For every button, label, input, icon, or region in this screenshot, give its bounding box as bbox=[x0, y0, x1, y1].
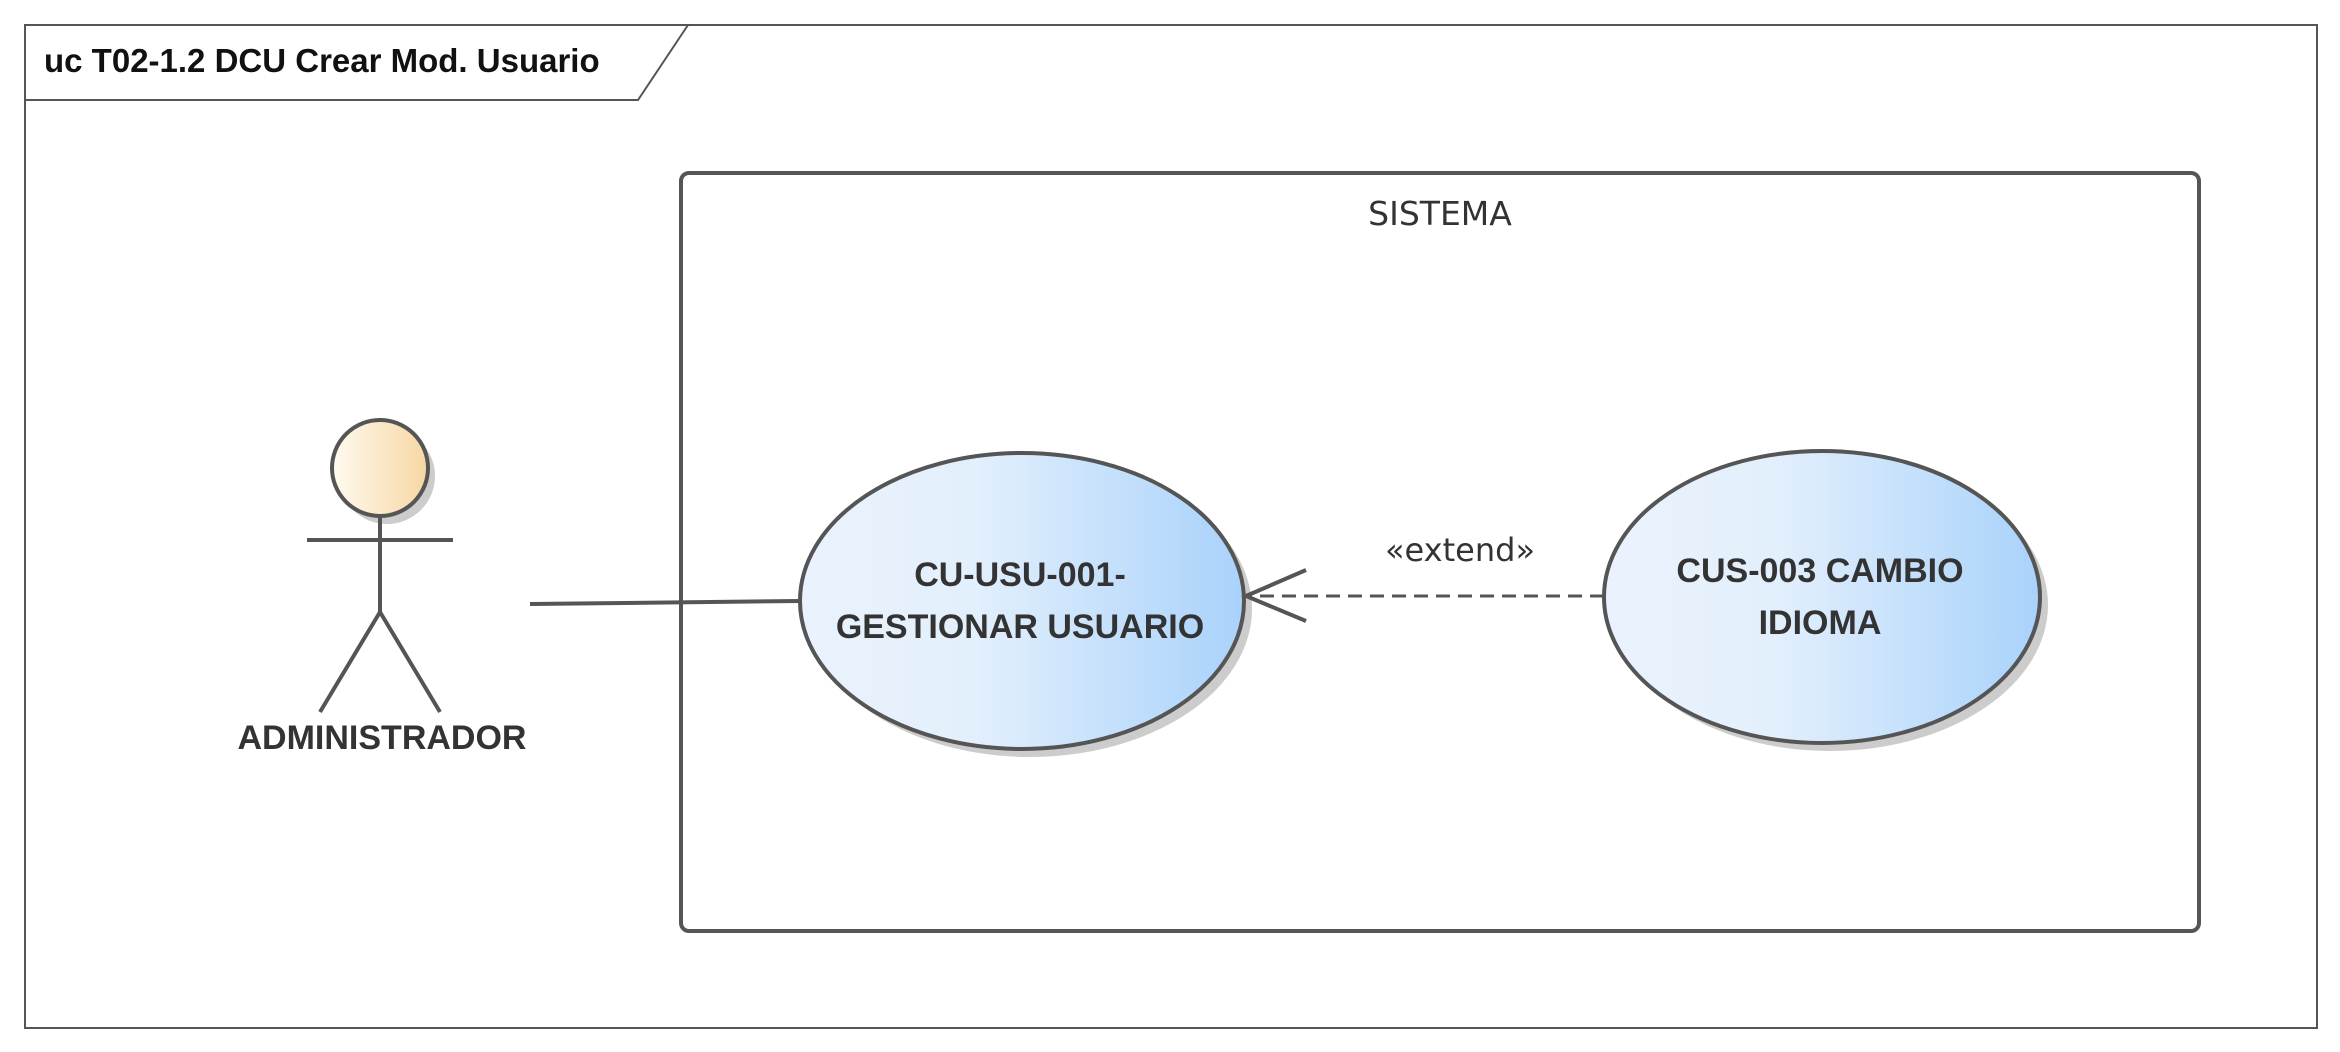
extend-stereotype: «extend» bbox=[1385, 531, 1535, 569]
extend-relation[interactable]: «extend» bbox=[1240, 531, 1604, 623]
actor-left-leg bbox=[318, 610, 382, 714]
frame-title-tab bbox=[25, 24, 689, 101]
extend-arrowhead bbox=[1240, 568, 1307, 623]
usecase-cambio-idioma[interactable]: CUS-003 CAMBIO IDIOMA bbox=[1602, 449, 2048, 751]
frame-title: uc T02-1.2 DCU Crear Mod. Usuario bbox=[44, 42, 600, 79]
usecase-ellipse bbox=[1602, 449, 2042, 745]
usecase-label-line1: CUS-003 CAMBIO bbox=[1676, 552, 1963, 590]
association-line bbox=[529, 599, 801, 606]
usecase-label-line1: CU-USU-001- bbox=[914, 556, 1126, 594]
usecase-label-line2: IDIOMA bbox=[1759, 604, 1882, 642]
actor-right-leg bbox=[378, 610, 442, 714]
diagram-frame bbox=[24, 24, 2318, 1029]
usecase-ellipse bbox=[798, 451, 1246, 751]
usecase-label-line2: GESTIONAR USUARIO bbox=[836, 608, 1204, 646]
actor-label: ADMINISTRADOR bbox=[238, 719, 527, 757]
system-boundary-label: SISTEMA bbox=[1368, 194, 1512, 233]
actor-head bbox=[330, 418, 430, 518]
actor-administrador[interactable]: ADMINISTRADOR bbox=[238, 418, 527, 757]
system-boundary bbox=[679, 171, 2201, 933]
usecase-gestionar-usuario[interactable]: CU-USU-001- GESTIONAR USUARIO bbox=[798, 451, 1252, 757]
